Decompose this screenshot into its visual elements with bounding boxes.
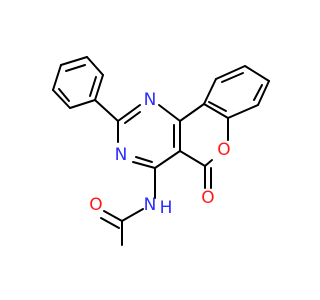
bond (253, 84, 263, 101)
bond (208, 101, 227, 112)
nitrogen-atom-label: N (144, 195, 157, 215)
bond (135, 156, 153, 163)
bond (215, 65, 246, 80)
nitrogen-atom-label: N (115, 145, 128, 165)
bond (60, 56, 88, 66)
hydrogen-atom-label: H (160, 198, 173, 218)
bond (203, 103, 229, 119)
bond (86, 56, 104, 76)
bond (132, 161, 156, 169)
molecule-diagram: N N N H O O O (52, 56, 270, 246)
bond (103, 210, 123, 222)
bond (227, 104, 259, 119)
bond (221, 72, 244, 83)
bond (69, 99, 96, 109)
oxygen-atom-label: O (201, 188, 214, 208)
bond (121, 208, 144, 222)
bond (94, 99, 119, 122)
bond (58, 88, 70, 102)
atom-layer: N N N H O O O (89, 90, 230, 218)
bond (100, 217, 120, 229)
oxygen-atom-label: O (89, 195, 102, 215)
bond (52, 64, 62, 91)
bond-layer (52, 56, 270, 246)
structure-svg: N N N H O O O (52, 56, 270, 246)
bond (244, 65, 270, 82)
bond (257, 80, 270, 106)
oxygen-atom-label: O (217, 140, 230, 160)
bond (179, 103, 205, 122)
bond (124, 111, 141, 124)
bond (65, 64, 86, 72)
bond (203, 78, 217, 105)
bond (94, 74, 104, 101)
bond (154, 150, 181, 169)
bond (117, 104, 141, 122)
bond (52, 89, 71, 109)
nitrogen-atom-label: N (144, 90, 157, 110)
bond (204, 159, 213, 167)
bond (158, 104, 181, 122)
bond (89, 76, 97, 97)
bond (179, 150, 206, 167)
